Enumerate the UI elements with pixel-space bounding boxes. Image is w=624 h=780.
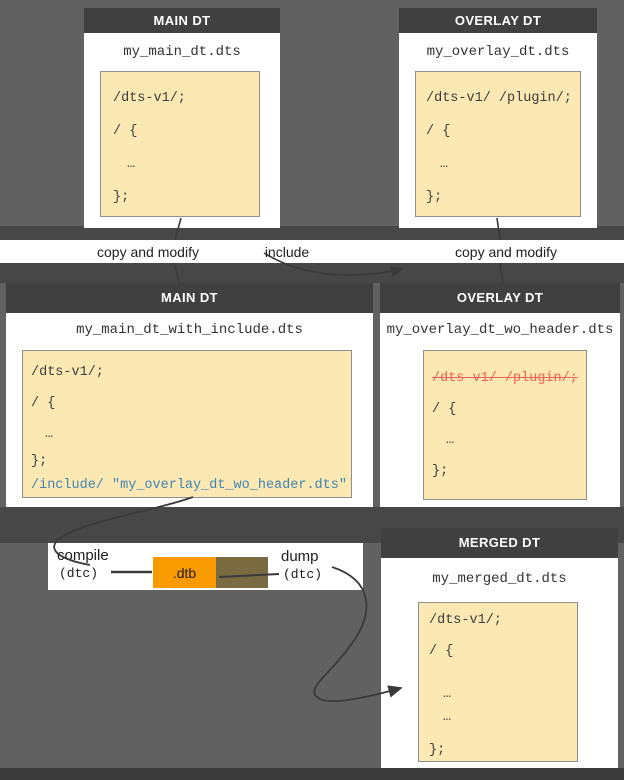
file-title: my_main_dt_with_include.dts — [76, 322, 303, 338]
code-line: }; — [113, 190, 130, 205]
file-title: my_merged_dt.dts — [432, 571, 567, 587]
dump-text: dump — [281, 548, 319, 565]
code-line: /dts-v1/; — [113, 91, 186, 106]
card-header: MAIN DT — [6, 283, 373, 313]
code-line: … — [446, 433, 456, 448]
card-header: MAIN DT — [84, 8, 280, 33]
code-line: /dts-v1/; — [429, 613, 502, 628]
code-line: / { — [113, 124, 138, 139]
code-box: /dts-v1/ /plugin/; / { … }; — [415, 71, 581, 217]
file-title: my_overlay_dt.dts — [426, 44, 570, 60]
label-include: include — [264, 244, 310, 260]
file-title: my_overlay_dt_wo_header.dts — [386, 322, 614, 338]
compile-label: compile (dtc) — [57, 547, 109, 583]
card-mid-overlay-dt: OVERLAY DT my_overlay_dt_wo_header.dts /… — [380, 283, 620, 507]
code-line-struck: /dts-v1/ /plugin/; — [432, 371, 578, 386]
dtb-artifact-box: .dtb — [153, 557, 216, 588]
code-line: /dts-v1/; — [31, 365, 104, 380]
file-title: my_main_dt.dts — [123, 44, 241, 60]
code-line: / { — [432, 402, 457, 417]
card-header: OVERLAY DT — [399, 8, 597, 33]
code-line: }; — [429, 743, 446, 758]
code-line: … — [443, 710, 453, 725]
label-copy-and-modify-right: copy and modify — [455, 244, 557, 260]
card-top-main-dt: MAIN DT my_main_dt.dts /dts-v1/; / { … }… — [84, 8, 280, 228]
label-copy-and-modify-left: copy and modify — [97, 244, 199, 260]
compile-tool-text: (dtc) — [59, 566, 99, 581]
card-mid-main-dt: MAIN DT my_main_dt_with_include.dts /dts… — [6, 283, 373, 507]
code-line: … — [443, 687, 453, 702]
code-box: /dts-v1/; / { … }; /include/ "my_overlay… — [22, 350, 352, 498]
compile-text: compile — [57, 547, 109, 564]
code-line: / { — [426, 124, 451, 139]
code-line: }; — [31, 454, 48, 469]
code-line: … — [45, 427, 55, 442]
code-line-include: /include/ "my_overlay_dt_wo_header.dts" — [31, 478, 347, 493]
dump-tool-text: (dtc) — [283, 567, 323, 582]
card-top-overlay-dt: OVERLAY DT my_overlay_dt.dts /dts-v1/ /p… — [399, 8, 597, 228]
card-merged-dt: MERGED DT my_merged_dt.dts /dts-v1/; / {… — [381, 528, 618, 768]
code-line: … — [127, 157, 137, 172]
code-box: /dts-v1/; / { … … }; — [418, 602, 578, 762]
dtb-shadow-box — [216, 557, 268, 588]
code-line: }; — [426, 190, 443, 205]
upper-label-band — [0, 240, 624, 263]
code-line: /dts-v1/ /plugin/; — [426, 91, 572, 106]
bottom-band — [0, 768, 624, 780]
code-line: / { — [31, 396, 56, 411]
code-line: / { — [429, 644, 454, 659]
dump-label: dump (dtc) — [281, 548, 322, 584]
card-header: MERGED DT — [381, 528, 618, 558]
card-header: OVERLAY DT — [380, 283, 620, 313]
code-line: }; — [432, 464, 449, 479]
code-line: … — [440, 157, 450, 172]
code-box: /dts-v1/ /plugin/; / { … }; — [423, 350, 587, 500]
code-box: /dts-v1/; / { … }; — [100, 71, 260, 217]
